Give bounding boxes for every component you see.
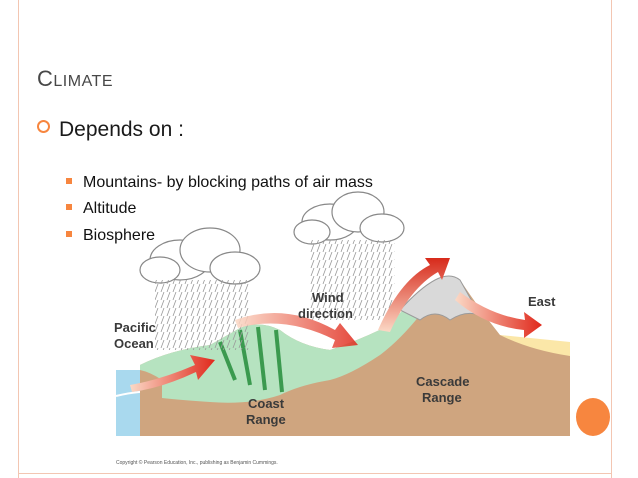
coast-range-forest — [218, 326, 284, 393]
label-coast: Coast — [248, 396, 285, 411]
label-coast-range: Range — [246, 412, 286, 427]
sub-bullet-mountains: Mountains- by blocking paths of air mass — [66, 174, 373, 192]
sub-bullet-altitude: Altitude — [66, 200, 136, 218]
vegetation — [140, 280, 435, 403]
left-border — [18, 0, 19, 478]
cloud-right — [293, 191, 405, 245]
copyright-text: Copyright © Pearson Education, Inc., pub… — [116, 459, 278, 466]
label-cascade: Cascade — [416, 374, 469, 389]
cloud-left — [139, 227, 261, 285]
decorative-circle — [576, 398, 610, 436]
label-wind: Wind — [312, 290, 344, 305]
rain-left — [155, 280, 250, 350]
bottom-border — [18, 473, 611, 474]
ring-bullet-icon — [37, 120, 50, 133]
bullet-depends-on: Depends on : — [37, 118, 184, 142]
square-bullet-icon — [66, 204, 72, 210]
sub-bullet-biosphere: Biosphere — [66, 227, 155, 245]
square-bullet-icon — [66, 178, 72, 184]
wind-arrow-up — [378, 258, 450, 332]
label-pacific: Pacific — [114, 320, 156, 335]
wind-arrow-ocean — [130, 355, 215, 392]
label-direction: direction — [298, 306, 353, 321]
wind-arrow-east — [455, 292, 542, 338]
wind-arrow-center — [235, 312, 358, 348]
slide-title: CLIMATE — [37, 66, 113, 91]
rain-shadow-diagram: Pacific Ocean Wind direction East Coast … — [114, 191, 570, 466]
square-bullet-icon — [66, 231, 72, 237]
label-cascade-range: Range — [422, 390, 462, 405]
label-east: East — [528, 294, 556, 309]
rain-right — [310, 240, 395, 320]
label-ocean: Ocean — [114, 336, 154, 351]
right-border — [611, 0, 612, 478]
